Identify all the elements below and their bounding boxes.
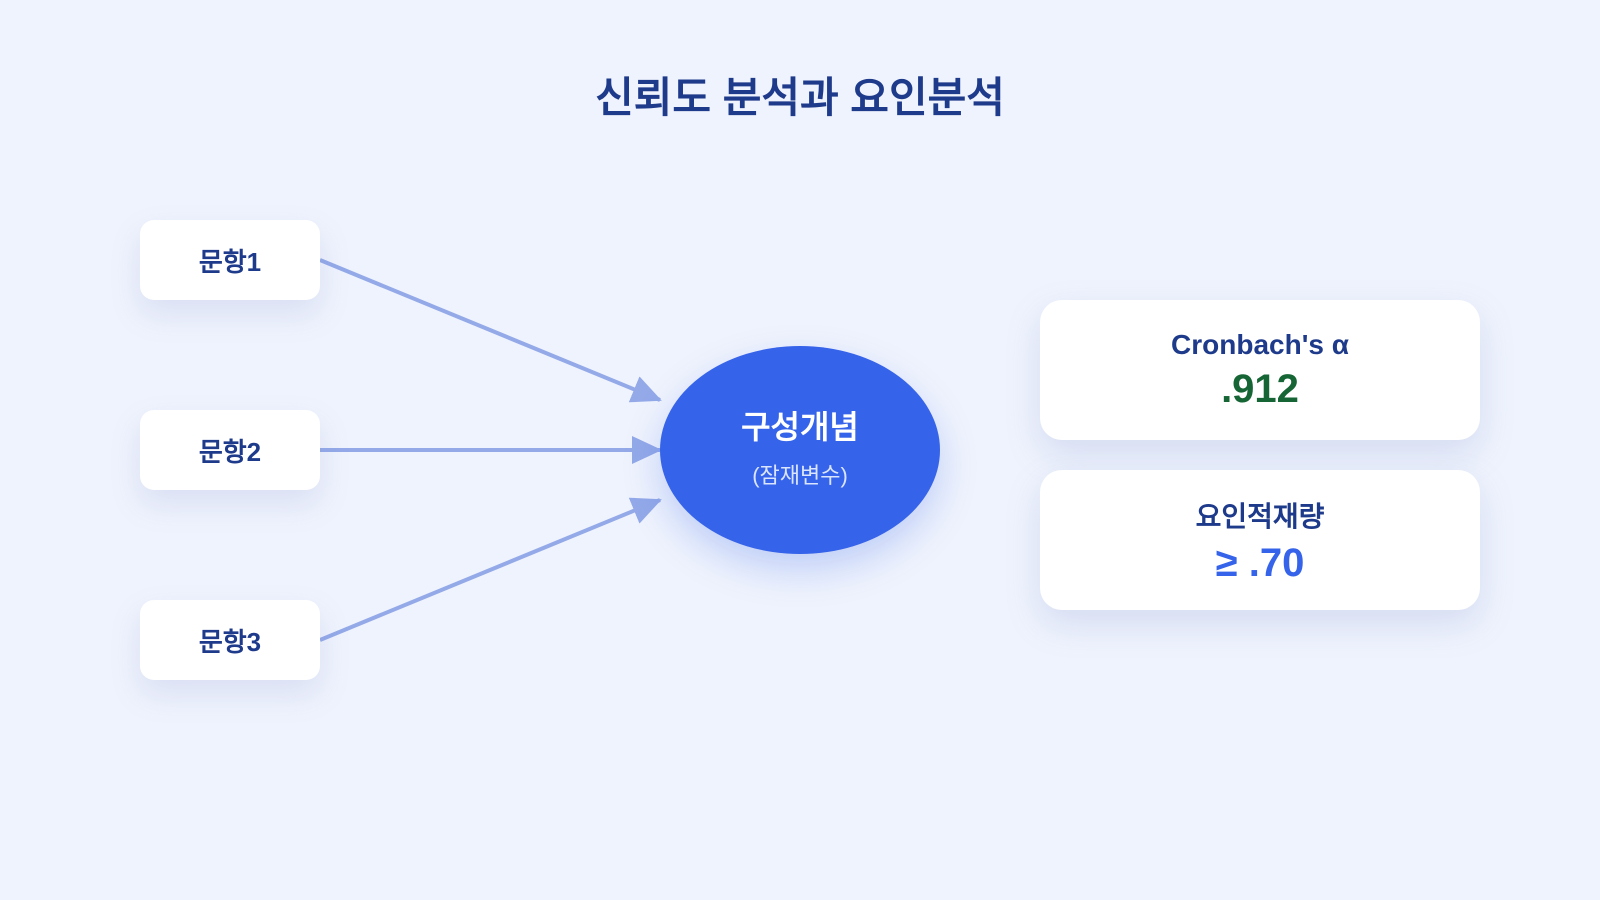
stat-label: Cronbach's α [1171,328,1349,360]
stat-card-loading: 요인적재량 ≥ .70 [1040,470,1480,610]
item-label: 문항2 [198,436,262,467]
item-label: 문항3 [198,626,262,657]
item-box-3: 문항3 [140,600,320,680]
stat-label: 요인적재량 [1195,500,1325,532]
construct-name: 구성개념 [741,409,859,445]
item-box-1: 문항1 [140,220,320,300]
stat-value: ≥ .70 [1215,540,1305,585]
page-title: 신뢰도 분석과 요인분석 [595,74,1005,121]
item-box-2: 문항2 [140,410,320,490]
arrow-item1-to-construct [319,258,662,403]
construct-subtitle: (잠재변수) [752,463,848,488]
construct-node: 구성개념 (잠재변수) [660,346,940,554]
item-label: 문항1 [198,246,262,277]
stat-value: .912 [1221,366,1299,411]
stat-card-cronbach: Cronbach's α .912 [1040,300,1480,440]
arrow-item3-to-construct [319,497,662,642]
